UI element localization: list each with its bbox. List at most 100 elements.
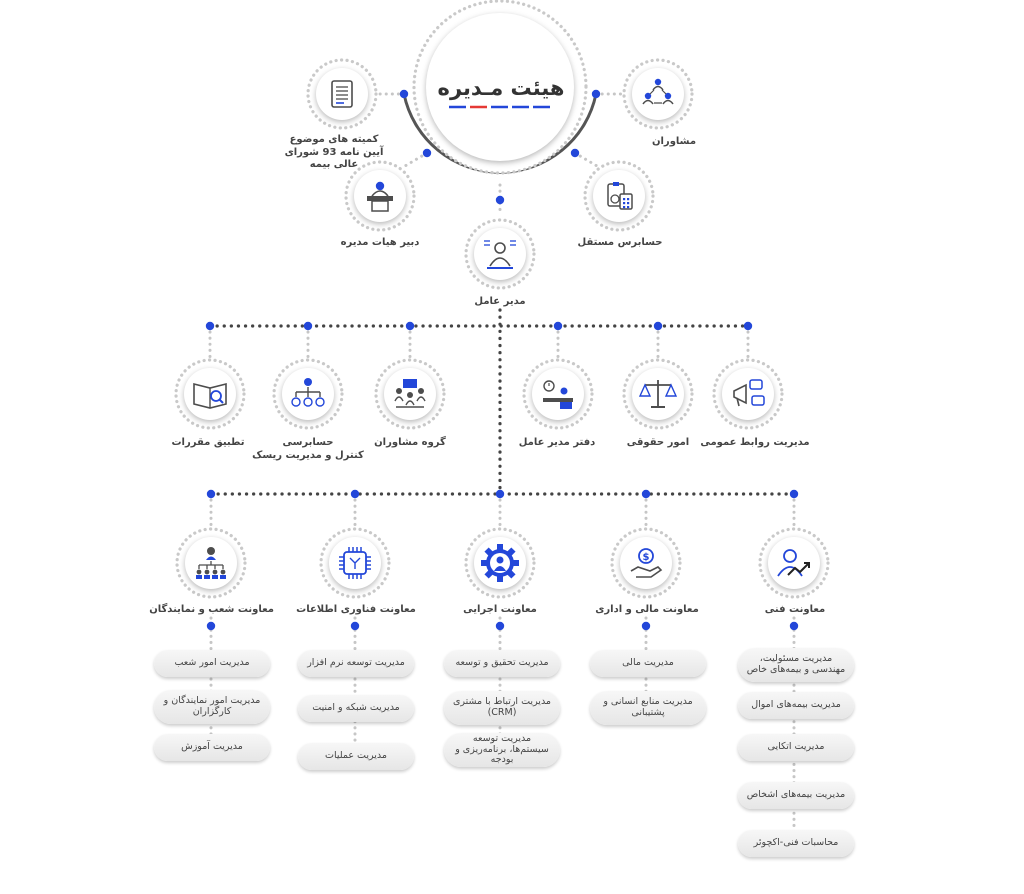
junction-dot — [405, 321, 415, 331]
org-node[interactable] — [306, 58, 378, 130]
org-node[interactable] — [344, 160, 416, 232]
staff-label-audit-risk: حسابرسی کنترل و مدیریت ریسک — [252, 437, 364, 462]
org-node[interactable] — [583, 160, 655, 232]
department-pill[interactable]: مدیریت مسئولیت، مهندسی و بیمه‌های خاص — [738, 648, 854, 682]
connector-line — [573, 151, 599, 168]
org-node[interactable]: $ — [610, 527, 682, 599]
node-disc — [722, 368, 774, 420]
committees-label: کمیته های موضوع آیین نامه 93 شورای عالی … — [284, 134, 384, 170]
department-pill[interactable]: مدیریت آموزش — [154, 734, 270, 761]
department-pill[interactable]: مدیریت اتکایی — [738, 734, 854, 761]
hierarchy-icon — [291, 378, 325, 407]
department-pill[interactable]: مدیریت بیمه‌های اموال — [738, 692, 854, 719]
org-node[interactable] — [174, 358, 246, 430]
org-node[interactable] — [319, 527, 391, 599]
book-search-icon — [193, 382, 227, 409]
department-pill[interactable]: مدیریت مالی — [590, 650, 706, 677]
org-node[interactable] — [758, 527, 830, 599]
board-secretary-label: دبیر هیات مدیره — [340, 237, 420, 248]
junction-dot — [789, 489, 799, 499]
staff-label-ceo-office: دفتر مدیر عامل — [518, 437, 596, 448]
org-node[interactable] — [175, 527, 247, 599]
junction-dot — [422, 148, 432, 158]
junction-dot — [553, 321, 563, 331]
advisors-label: مشاوران — [651, 136, 697, 147]
staff-label-legal: امور حقوقی — [626, 437, 690, 448]
staff-label-compliance: تطبیق مقررات — [171, 437, 245, 448]
auditor-label: حسابرس مستقل — [577, 237, 663, 248]
audit-label-line2: کنترل و مدیریت ریسک — [252, 449, 364, 461]
calculator-clipboard-icon — [607, 182, 633, 210]
department-dot — [206, 621, 216, 631]
department-pill[interactable]: مدیریت بیمه‌های اشخاص — [738, 782, 854, 809]
ceo-person-icon — [484, 240, 516, 269]
org-node[interactable] — [712, 358, 784, 430]
megaphone-icon — [733, 379, 765, 407]
branch-network-icon — [196, 547, 226, 579]
department-dot — [350, 621, 360, 631]
node-disc — [316, 68, 368, 120]
org-node[interactable] — [374, 358, 446, 430]
org-node[interactable] — [622, 358, 694, 430]
department-pill[interactable]: مدیریت ارتباط با مشتری (CRM) — [444, 691, 560, 725]
scales-icon — [638, 380, 678, 408]
junction-dot — [495, 195, 505, 205]
department-pill[interactable]: مدیریت توسعه نرم افزار — [298, 650, 414, 677]
deputy-label-executive: معاونت اجرایی — [463, 604, 537, 615]
deputy-label-technical: معاونت فنی — [764, 604, 826, 615]
junction-dot — [206, 489, 216, 499]
department-pill[interactable]: مدیریت تحقیق و توسعه — [444, 650, 560, 677]
node-disc — [632, 68, 684, 120]
deputy-label-finance: معاونت مالی و اداری — [595, 604, 699, 615]
department-pill[interactable]: مدیریت شبکه و امنیت — [298, 695, 414, 722]
money-hand-icon: $ — [630, 548, 663, 578]
department-pill[interactable]: مدیریت امور شعب — [154, 650, 270, 677]
ceo-label: مدیر عامل — [474, 296, 526, 307]
org-node[interactable] — [522, 358, 594, 430]
board-disc — [426, 13, 574, 161]
svg-text:$: $ — [643, 552, 650, 563]
node-disc — [768, 537, 820, 589]
department-pill[interactable]: مدیریت منابع انسانی و پشتیبانی — [590, 691, 706, 725]
chip-icon — [339, 547, 371, 579]
junction-dot — [591, 89, 601, 99]
meeting-icon — [394, 379, 426, 408]
department-pill[interactable]: محاسبات فنی-اکچوئر — [738, 830, 854, 857]
department-pill[interactable]: مدیریت عملیات — [298, 743, 414, 770]
org-node[interactable] — [272, 358, 344, 430]
board-title: هیئت مـدیره — [437, 76, 565, 100]
office-desk-icon — [543, 380, 573, 409]
junction-dot — [350, 489, 360, 499]
junction-dot — [570, 148, 580, 158]
junction-dot — [399, 89, 409, 99]
org-node[interactable] — [464, 218, 536, 290]
staff-label-public-relations: مدیریت روابط عمومی — [700, 437, 810, 448]
department-pill[interactable]: مدیریت توسعه سیستم‌ها، برنامه‌ریزی و بود… — [444, 733, 560, 767]
team-network-icon — [642, 78, 674, 105]
junction-dot — [205, 321, 215, 331]
junction-dot — [495, 489, 505, 499]
department-pill[interactable]: مدیریت امور نمایندگان و کارگزاران — [154, 690, 270, 724]
department-dot — [789, 621, 799, 631]
deputy-label-it: معاونت فناوری اطلاعات — [296, 604, 416, 615]
org-node[interactable] — [464, 527, 536, 599]
junction-dot — [653, 321, 663, 331]
audit-label-line1: حسابرسی — [282, 437, 334, 448]
podium-speaker-icon — [367, 181, 393, 212]
junction-dot — [641, 489, 651, 499]
junction-dot — [303, 321, 313, 331]
document-icon — [331, 80, 353, 108]
department-dot — [495, 621, 505, 631]
staff-label-advisory-group: گروه مشاوران — [374, 437, 446, 448]
node-disc — [474, 228, 526, 280]
department-dot — [641, 621, 651, 631]
node-disc — [532, 368, 584, 420]
deputy-label-branches: معاونت شعب و نمایندگان — [149, 604, 274, 615]
gear-person-icon — [481, 544, 519, 582]
org-node[interactable] — [622, 58, 694, 130]
connector-line — [403, 151, 429, 168]
node-disc — [593, 170, 645, 222]
junction-dot — [743, 321, 753, 331]
person-growth-icon — [777, 549, 810, 577]
